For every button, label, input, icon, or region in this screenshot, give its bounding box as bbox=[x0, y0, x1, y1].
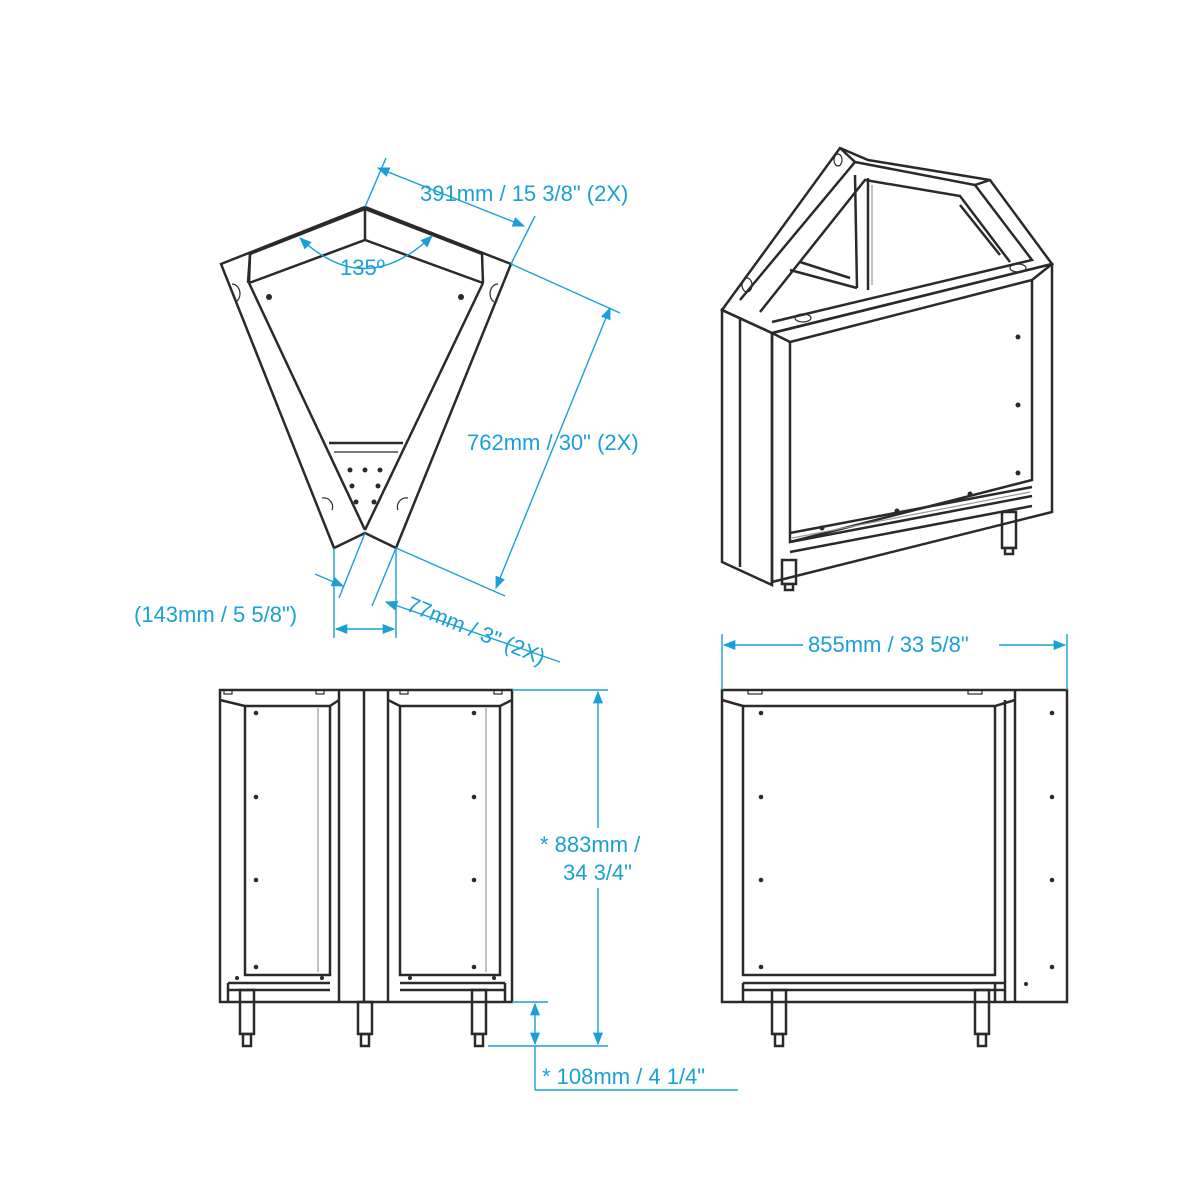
top-view: 391mm / 15 3/8" (2X) 135º 762mm / 30" (2… bbox=[134, 157, 639, 670]
front-view: * 883mm / 34 3/4" * 108mm / 4 1/4" bbox=[218, 688, 738, 1091]
dim-opening-width: (143mm / 5 5/8") bbox=[134, 602, 297, 627]
top-view-holes bbox=[266, 294, 464, 505]
side-view: 855mm / 33 5/8" bbox=[720, 628, 1069, 1048]
dim-height-line1: * 883mm / bbox=[540, 832, 641, 857]
dim-panel-width: 77mm / 3" (2X) bbox=[403, 591, 549, 669]
dim-height-line2: 34 3/4" bbox=[563, 860, 632, 885]
dim-overall-width: 855mm / 33 5/8" bbox=[808, 632, 969, 657]
dim-leg-height: * 108mm / 4 1/4" bbox=[542, 1064, 705, 1089]
dim-side-length: 391mm / 15 3/8" (2X) bbox=[420, 181, 628, 206]
dim-depth: 762mm / 30" (2X) bbox=[467, 430, 639, 455]
isometric-view bbox=[720, 146, 1055, 592]
dim-corner-angle: 135º bbox=[340, 255, 385, 280]
